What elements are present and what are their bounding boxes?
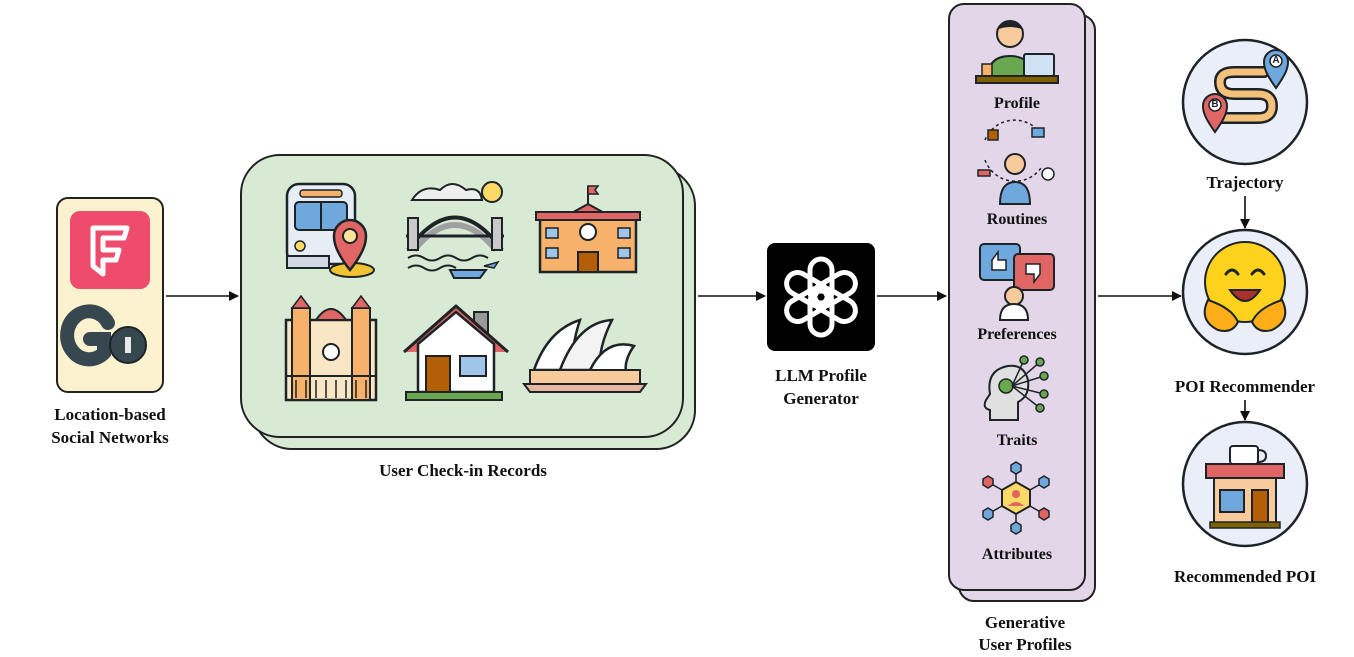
llm-generator-box xyxy=(767,243,875,351)
recommender-label: POI Recommender xyxy=(1174,377,1316,396)
lbsn-label-line1: Location-based xyxy=(54,405,166,424)
profiles-label-line1: Generative xyxy=(984,613,1066,632)
trajectory-label: Trajectory xyxy=(1206,173,1284,192)
traj-point-b: B xyxy=(1211,99,1219,110)
profiles-panel xyxy=(948,3,1086,591)
checkin-label: User Check-in Records xyxy=(379,461,547,480)
traj-point-a: A xyxy=(1272,55,1280,66)
checkin-panel xyxy=(240,154,684,438)
llm-label-line2: Generator xyxy=(783,389,859,408)
lbsn-label-line2: Social Networks xyxy=(51,428,169,447)
hugging-face-icon xyxy=(1181,228,1309,356)
profile-item-traits: Traits xyxy=(996,432,1038,449)
profile-item-attributes: Attributes xyxy=(981,546,1053,563)
cafe-store-icon xyxy=(1181,420,1309,548)
profile-item-profile: Profile xyxy=(994,95,1040,112)
profile-item-routines: Routines xyxy=(986,211,1048,228)
recommended-label: Recommended POI xyxy=(1173,567,1317,586)
lbsn-panel xyxy=(56,197,164,393)
profile-item-preferences: Preferences xyxy=(977,326,1057,343)
profiles-label-line2: User Profiles xyxy=(978,635,1072,654)
llm-label-line1: LLM Profile xyxy=(775,366,867,385)
trajectory-path-icon xyxy=(1181,38,1309,166)
